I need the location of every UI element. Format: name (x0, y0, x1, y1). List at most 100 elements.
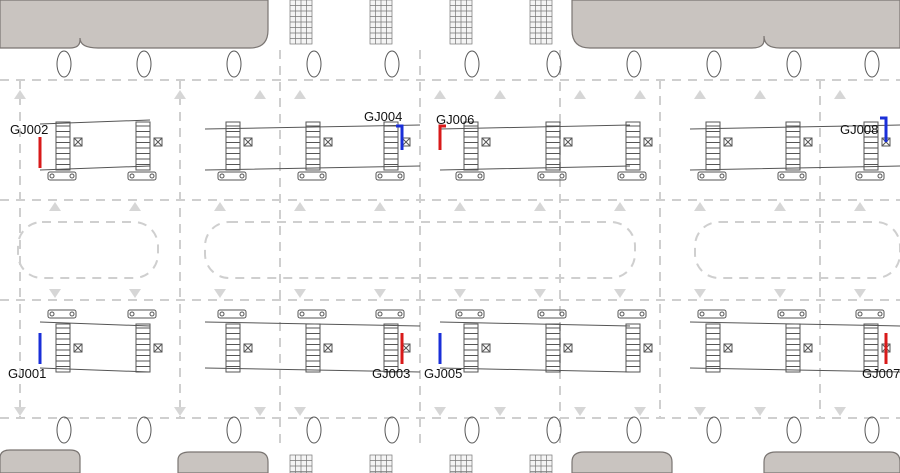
aircraft-stand (617, 309, 653, 444)
flow-arrow (14, 90, 26, 99)
flow-arrow (454, 289, 466, 298)
gate-label-gj008: GJ008 (840, 122, 878, 137)
flow-arrow (254, 407, 266, 416)
flow-arrow (174, 90, 186, 99)
flow-arrow (129, 202, 141, 211)
aircraft-stand (217, 309, 253, 444)
flow-arrow (494, 90, 506, 99)
stair-grid (529, 0, 553, 45)
flow-arrow (614, 202, 626, 211)
aircraft-stand (617, 50, 653, 181)
aircraft-stand (697, 309, 733, 444)
flow-arrow (634, 90, 646, 99)
flow-arrow (254, 90, 266, 99)
flow-arrow (454, 202, 466, 211)
gate-label-gj006: GJ006 (436, 112, 474, 127)
aircraft-stands (39, 50, 900, 444)
flow-arrow (754, 407, 766, 416)
stair-grid (449, 454, 473, 473)
aircraft-stand (455, 309, 491, 444)
pier-outline (439, 321, 631, 373)
aircraft-stand (777, 50, 813, 181)
pier-outline (204, 321, 421, 373)
pier-outline (204, 124, 421, 171)
flow-arrow (574, 90, 586, 99)
flow-arrow (534, 202, 546, 211)
pier-outline (439, 124, 631, 171)
aircraft-stand (47, 50, 83, 181)
pier-outline (689, 321, 900, 373)
gate-labels: GJ001 GJ002 GJ003 GJ004 GJ005 GJ006 GJ00… (8, 109, 900, 381)
flow-arrow (434, 90, 446, 99)
flow-arrow (694, 90, 706, 99)
flow-arrow (854, 202, 866, 211)
gate-label-gj005: GJ005 (424, 366, 462, 381)
aircraft-stand (455, 50, 491, 181)
flow-arrow (834, 407, 846, 416)
flow-arrow (294, 202, 306, 211)
flow-arrows (14, 90, 866, 416)
stair-grid (369, 454, 393, 473)
aircraft-stand (47, 309, 83, 444)
aircraft-stand (777, 309, 813, 444)
flow-arrow (534, 289, 546, 298)
gate-label-gj003: GJ003 (372, 366, 410, 381)
flow-arrow (374, 202, 386, 211)
stair-grid (369, 0, 393, 45)
flow-arrow (754, 90, 766, 99)
gate-markers (38, 116, 888, 364)
flow-arrow (574, 407, 586, 416)
aircraft-stand (127, 309, 163, 444)
flow-arrow (294, 407, 306, 416)
flow-arrow (214, 289, 226, 298)
building-bottom-right (763, 451, 900, 473)
flow-arrow (634, 407, 646, 416)
aircraft-stand (297, 309, 333, 444)
stair-grid (289, 0, 313, 45)
building-bottom-left (0, 449, 81, 473)
flow-arrow (614, 289, 626, 298)
building-top-left (0, 0, 269, 49)
aircraft-stand (697, 50, 733, 181)
stair-grids (289, 0, 553, 473)
flow-arrow (434, 407, 446, 416)
aircraft-stand (297, 50, 333, 181)
flow-arrow (694, 407, 706, 416)
flow-arrow (374, 289, 386, 298)
stair-grid (289, 454, 313, 473)
flow-arrow (774, 289, 786, 298)
stair-grid (529, 454, 553, 473)
flow-arrow (14, 407, 26, 416)
gate-label-gj004: GJ004 (364, 109, 402, 124)
gate-label-gj007: GJ007 (862, 366, 900, 381)
gate-label-gj002: GJ002 (10, 122, 48, 137)
aircraft-stand (537, 50, 573, 181)
building-bottom-center-left (177, 451, 269, 473)
building-bottom-center-right (571, 451, 673, 473)
flow-arrow (694, 202, 706, 211)
flow-arrow (294, 289, 306, 298)
gate-marker-gj008 (880, 116, 888, 142)
aircraft-stand (127, 50, 163, 181)
flow-arrow (774, 202, 786, 211)
pier-outline (39, 321, 151, 373)
gate-marker-gj006 (438, 124, 446, 150)
flow-arrow (49, 202, 61, 211)
pier-outline (689, 124, 900, 171)
aircraft-stand (537, 309, 573, 444)
flow-arrow (49, 289, 61, 298)
aircraft-stand (855, 309, 891, 444)
building-top-right (571, 0, 900, 49)
aircraft-stand (855, 50, 891, 181)
gate-label-gj001: GJ001 (8, 366, 46, 381)
flow-arrow (494, 407, 506, 416)
flow-arrow (854, 289, 866, 298)
flow-arrow (294, 90, 306, 99)
flow-arrow (834, 90, 846, 99)
gate-marker-gj004 (396, 124, 404, 150)
flow-arrow (129, 289, 141, 298)
aircraft-stand (375, 309, 411, 444)
